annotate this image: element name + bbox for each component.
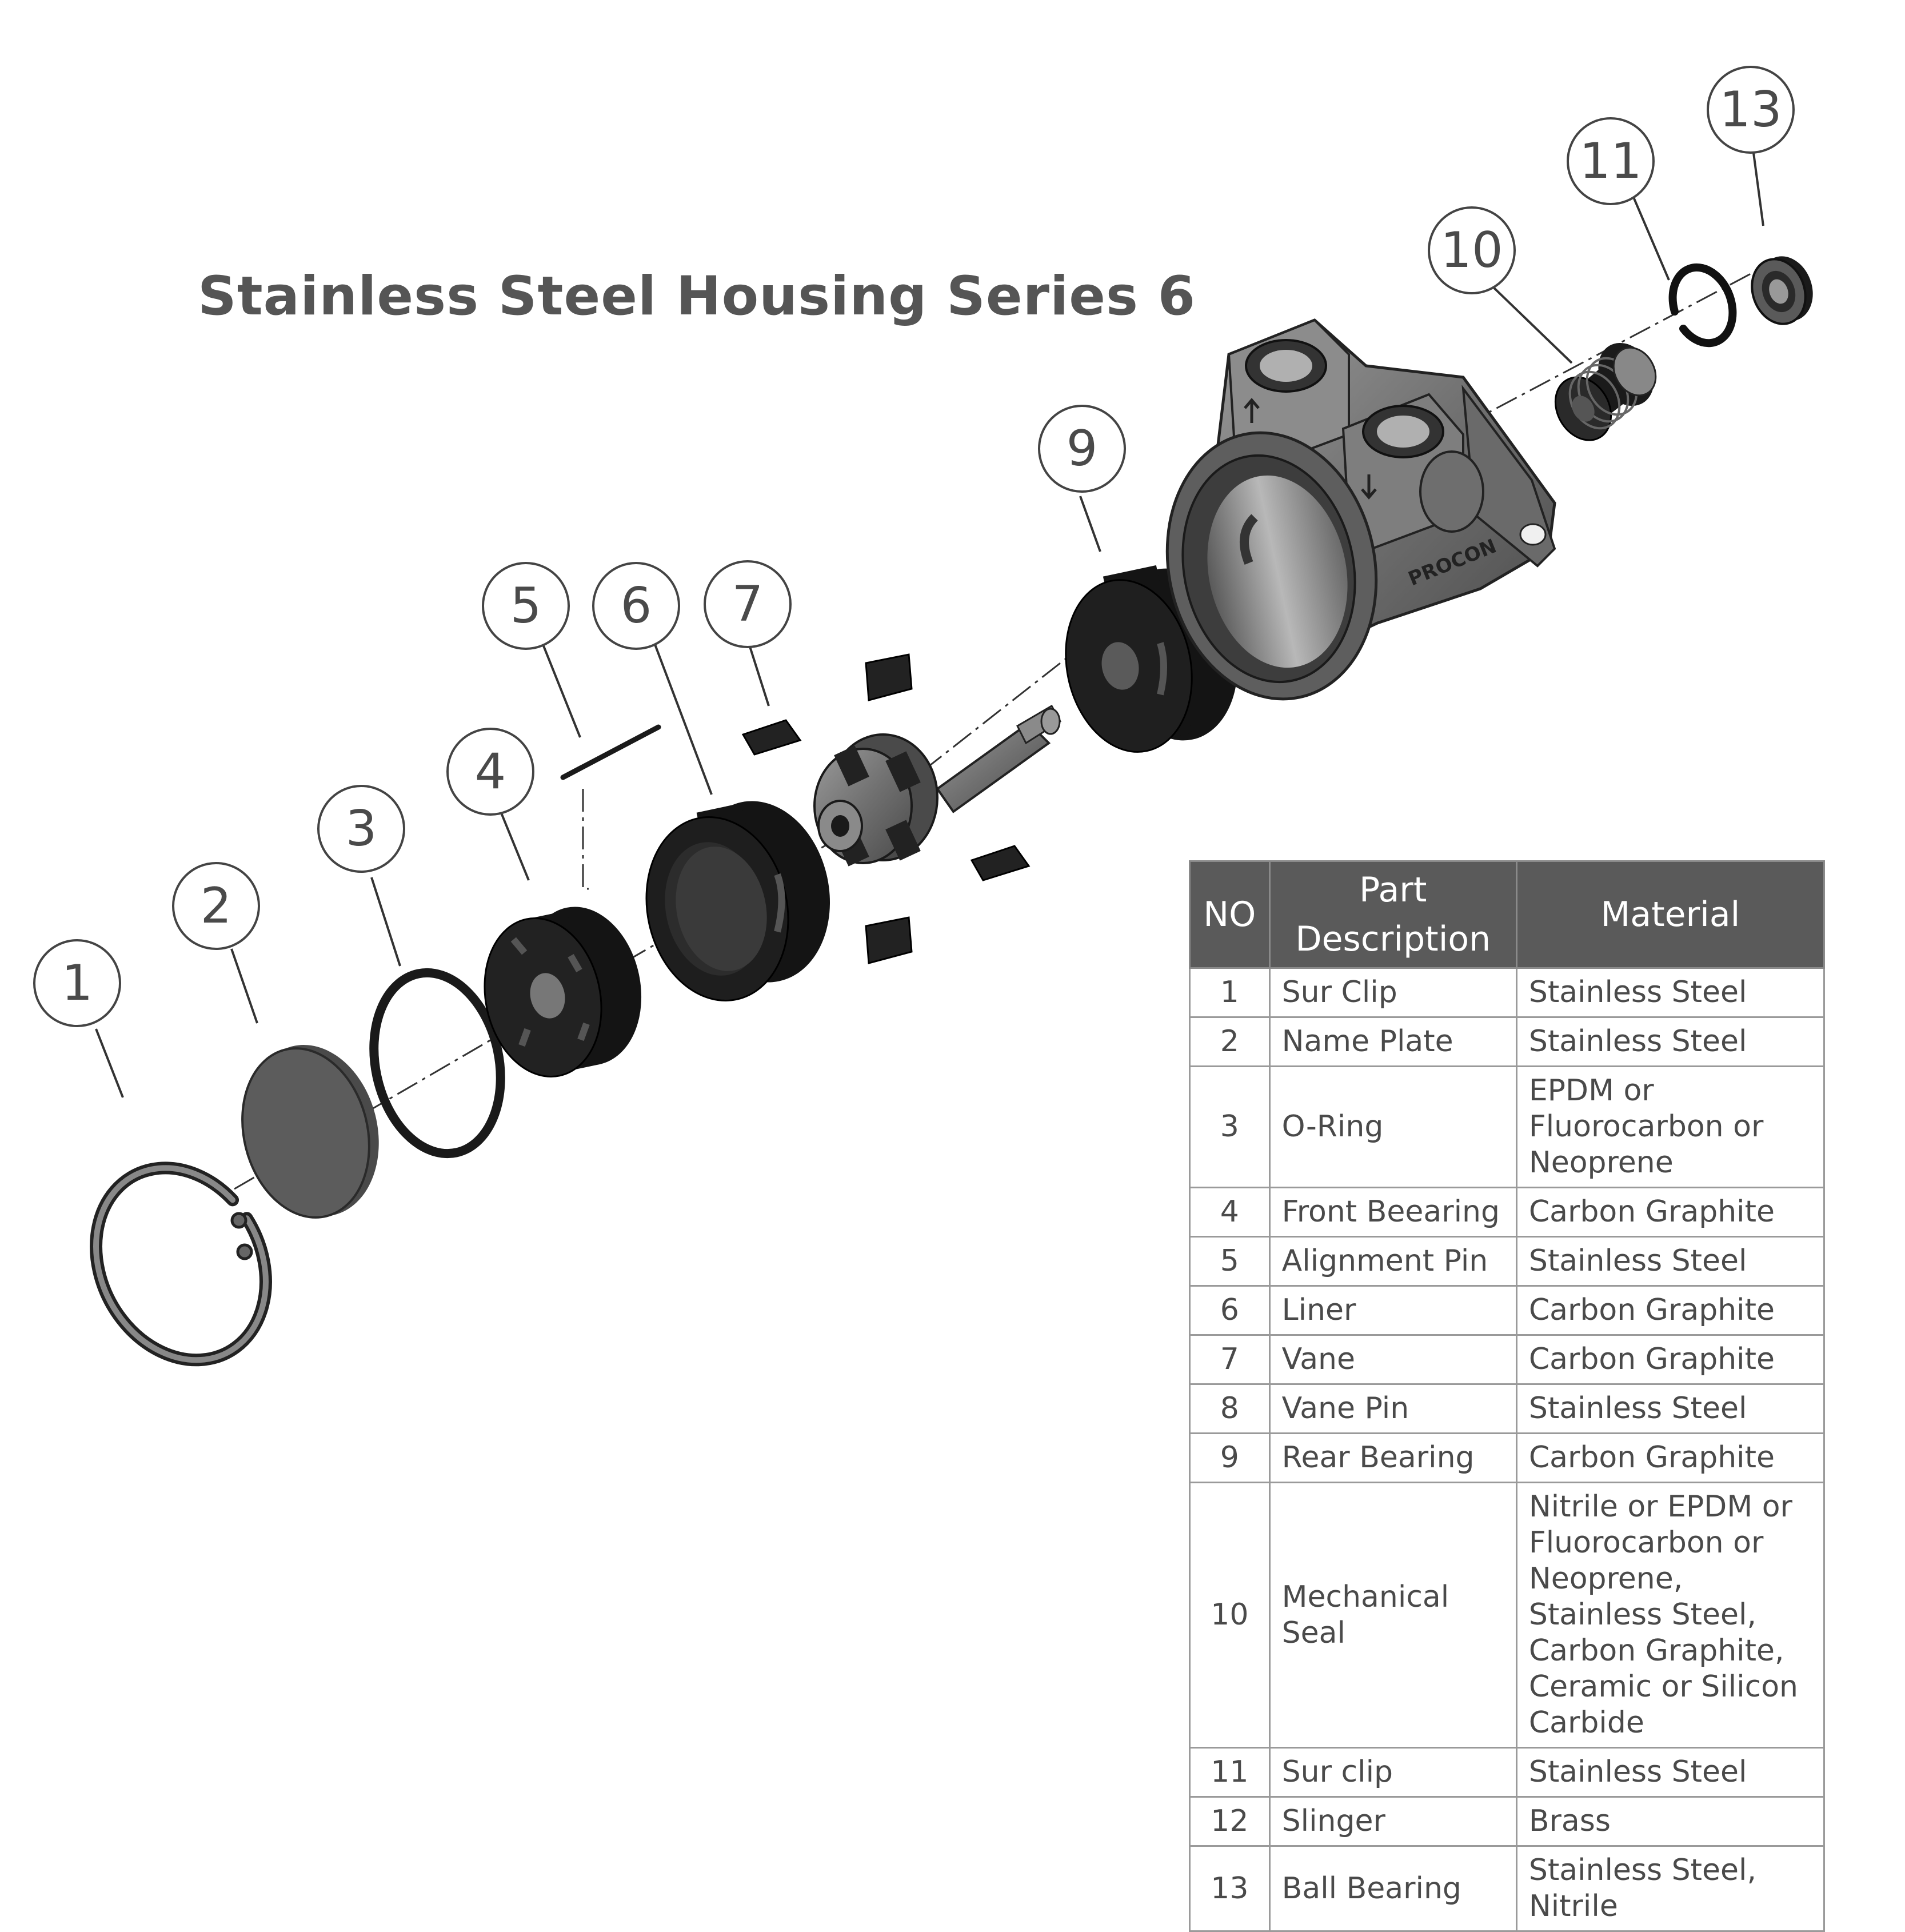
row-no: 3 xyxy=(1189,1065,1271,1188)
svg-text:4: 4 xyxy=(475,743,506,800)
row-no: 5 xyxy=(1189,1236,1271,1287)
svg-text:7: 7 xyxy=(732,576,764,633)
row-no: 13 xyxy=(1189,1845,1271,1932)
callout-5: 5 xyxy=(482,562,570,650)
front-bearing-part xyxy=(484,907,642,1078)
callout-4: 4 xyxy=(446,728,534,816)
row-no: 8 xyxy=(1189,1383,1271,1434)
svg-text:5: 5 xyxy=(510,577,542,634)
row-description: Ball Bearing xyxy=(1268,1845,1517,1932)
page-title: Stainless Steel Housing Series 6 xyxy=(198,265,1196,328)
row-description: Sur clip xyxy=(1268,1747,1517,1798)
leader-lines xyxy=(95,139,1764,1098)
row-no: 4 xyxy=(1189,1187,1271,1238)
svg-text:1: 1 xyxy=(62,955,93,1012)
table-header-row: NO Part Description Material xyxy=(1189,860,1826,969)
callout-7: 7 xyxy=(704,560,792,648)
name-plate-part xyxy=(241,1045,379,1219)
rear-bearing-part xyxy=(1065,565,1238,753)
row-description: Name Plate xyxy=(1268,1016,1517,1067)
svg-text:10: 10 xyxy=(1440,222,1503,279)
row-material: Carbon Graphite xyxy=(1515,1285,1826,1336)
row-no: 7 xyxy=(1189,1334,1271,1385)
row-no: 2 xyxy=(1189,1016,1271,1067)
header-material: Material xyxy=(1515,860,1826,969)
svg-text:13: 13 xyxy=(1719,81,1782,138)
alignment-pin-part xyxy=(560,724,661,780)
row-material: Nitrile or EPDM or Fluorocarbon or Neopr… xyxy=(1515,1482,1826,1749)
vane-parts xyxy=(741,653,1031,964)
row-no: 6 xyxy=(1189,1285,1271,1336)
row-no: 12 xyxy=(1189,1796,1271,1847)
svg-text:11: 11 xyxy=(1579,133,1642,190)
row-description: Vane Pin xyxy=(1268,1383,1517,1434)
ball-bearing-part xyxy=(1751,256,1813,325)
callout-11: 11 xyxy=(1567,117,1655,205)
callout-9: 9 xyxy=(1038,405,1126,493)
callout-13: 13 xyxy=(1707,66,1795,154)
row-no: 10 xyxy=(1189,1482,1271,1749)
row-description: Alignment Pin xyxy=(1268,1236,1517,1287)
row-no: 1 xyxy=(1189,967,1271,1018)
row-description: Rear Bearing xyxy=(1268,1432,1517,1483)
row-material: Carbon Graphite xyxy=(1515,1187,1826,1238)
header-description: Part Description xyxy=(1268,860,1517,969)
callout-6: 6 xyxy=(592,562,680,650)
callout-1: 1 xyxy=(33,939,121,1027)
rotor-shaft-part xyxy=(813,704,1061,867)
callout-2: 2 xyxy=(172,862,260,950)
callout-3: 3 xyxy=(317,785,405,873)
row-material: Stainless Steel xyxy=(1515,1747,1826,1798)
row-material: Stainless Steel xyxy=(1515,1236,1826,1287)
row-material: Carbon Graphite xyxy=(1515,1432,1826,1483)
pump-housing-part: PROCON xyxy=(1165,318,1556,701)
row-description: Liner xyxy=(1268,1285,1517,1336)
row-material: Stainless Steel xyxy=(1515,967,1826,1018)
row-material: Brass xyxy=(1515,1796,1826,1847)
row-material: Stainless Steel xyxy=(1515,1016,1826,1067)
row-description: Mechanical Seal xyxy=(1268,1482,1517,1749)
mechanical-seal-part xyxy=(1554,342,1657,441)
row-description: Sur Clip xyxy=(1268,967,1517,1018)
sur-clip-small-part xyxy=(1668,263,1737,348)
o-ring-part xyxy=(369,968,505,1159)
callout-10: 10 xyxy=(1428,206,1516,294)
row-description: Slinger xyxy=(1268,1796,1517,1847)
row-material: Stainless Steel, Nitrile xyxy=(1515,1845,1826,1932)
row-description: Vane xyxy=(1268,1334,1517,1385)
row-description: O-Ring xyxy=(1268,1065,1517,1188)
svg-text:2: 2 xyxy=(201,877,232,935)
sur-clip-part xyxy=(90,1161,272,1367)
row-material: Carbon Graphite xyxy=(1515,1334,1826,1385)
row-material: EPDM or Fluorocarbon or Neoprene xyxy=(1515,1065,1826,1188)
svg-text:6: 6 xyxy=(621,577,652,634)
svg-text:3: 3 xyxy=(346,800,377,857)
row-no: 11 xyxy=(1189,1747,1271,1798)
row-material: Stainless Steel xyxy=(1515,1383,1826,1434)
row-no: 9 xyxy=(1189,1432,1271,1483)
header-no: NO xyxy=(1189,860,1271,969)
liner-part xyxy=(645,801,830,1001)
svg-text:9: 9 xyxy=(1067,420,1098,477)
row-description: Front Beearing xyxy=(1268,1187,1517,1238)
